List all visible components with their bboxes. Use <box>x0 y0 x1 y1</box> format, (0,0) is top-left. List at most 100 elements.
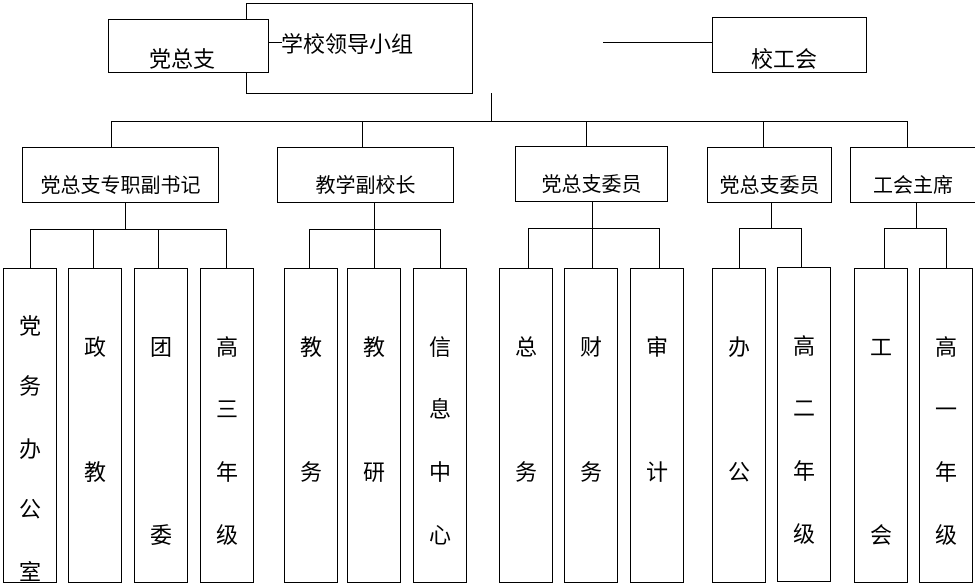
leaf-char: 教 <box>83 461 106 486</box>
party-branch-box: 党总支 <box>108 19 269 73</box>
political-education-box: 政 教 <box>68 268 122 583</box>
leaf-char: 心 <box>428 524 451 549</box>
party-branch-label: 党总支 <box>149 48 216 73</box>
information-center-box: 信 息 中 心 <box>413 268 467 583</box>
leaf-char: 级 <box>934 524 957 549</box>
leaf-char: 一 <box>934 398 957 423</box>
leaf-char: 级 <box>215 524 238 549</box>
leaf-char: 教 <box>362 336 385 361</box>
connector <box>659 228 660 268</box>
leaf-char: 务 <box>18 375 41 400</box>
leadership-group-label: 学校领导小组 <box>281 33 414 58</box>
connector <box>158 229 159 268</box>
connector <box>111 121 112 148</box>
party-affairs-office-box: 党 务 办 公 室 <box>3 268 57 583</box>
connector <box>586 121 587 147</box>
teaching-research-box: 教 研 <box>347 268 401 583</box>
leaf-char: 二 <box>792 397 815 422</box>
leaf-char: 年 <box>215 461 238 486</box>
connector <box>801 228 802 268</box>
leaf-char: 务 <box>579 461 602 486</box>
union-box: 校工会 <box>712 17 867 73</box>
leaf-char: 计 <box>645 461 668 486</box>
connector <box>739 228 740 268</box>
committee-member-box: 党总支委员 <box>707 147 832 203</box>
leaf-char: 委 <box>149 524 172 549</box>
leaf-char: 息 <box>428 398 451 423</box>
connector <box>309 229 441 230</box>
leaf-char: 教 <box>299 336 322 361</box>
leaf-char: 务 <box>514 461 537 486</box>
leaf-char: 年 <box>792 460 815 485</box>
connector <box>125 202 126 229</box>
finance-box: 财 务 <box>564 268 618 583</box>
connector <box>907 121 908 148</box>
leaf-char: 室 <box>18 561 41 583</box>
leaf-char: 办 <box>727 336 750 361</box>
grade-three-box: 高 三 年 级 <box>200 268 254 583</box>
connector <box>491 93 492 121</box>
youth-league-box: 团 委 <box>134 268 188 583</box>
committee-member-box: 党总支委员 <box>515 146 668 202</box>
connector <box>884 228 885 268</box>
union-chair-box: 工会主席 <box>850 147 975 203</box>
leaf-char: 信 <box>428 336 451 361</box>
leaf-char: 中 <box>428 461 451 486</box>
connector <box>916 202 917 229</box>
leaf-char: 工 <box>869 336 892 361</box>
leaf-char: 团 <box>149 336 172 361</box>
audit-box: 审 计 <box>630 268 684 583</box>
leaf-char: 办 <box>18 438 41 463</box>
deputy-secretary-box: 党总支专职副书记 <box>22 147 219 203</box>
academic-affairs-box: 教 务 <box>284 268 338 583</box>
connector <box>739 228 801 229</box>
leaf-char: 党 <box>18 315 41 340</box>
union-label: 校工会 <box>751 48 818 73</box>
leaf-char: 财 <box>579 336 602 361</box>
connector <box>440 229 441 268</box>
connector <box>93 229 94 268</box>
leaf-char: 高 <box>934 336 957 361</box>
connector <box>226 229 227 268</box>
connector <box>266 42 282 43</box>
connector <box>30 229 31 268</box>
leaf-char: 高 <box>792 335 815 360</box>
leaf-char: 级 <box>792 523 815 548</box>
connector <box>771 202 772 229</box>
leaf-char: 务 <box>299 461 322 486</box>
connector <box>111 121 908 122</box>
vice-principal-label: 教学副校长 <box>315 173 416 197</box>
leaf-char: 会 <box>869 524 892 549</box>
leaf-char: 政 <box>83 336 106 361</box>
labor-union-box: 工 会 <box>854 268 908 583</box>
office-box: 办 公 <box>712 268 766 583</box>
leaf-char: 三 <box>215 398 238 423</box>
connector <box>374 229 375 268</box>
committee-member-label: 党总支委员 <box>541 172 642 196</box>
connector <box>763 121 764 148</box>
connector <box>592 201 593 229</box>
connector <box>528 228 529 268</box>
connector <box>362 121 363 148</box>
union-chair-label: 工会主席 <box>873 173 953 197</box>
connector <box>603 42 713 43</box>
deputy-secretary-label: 党总支专职副书记 <box>40 173 201 197</box>
leaf-char: 总 <box>514 336 537 361</box>
connector <box>592 228 593 268</box>
leadership-group-box <box>246 3 473 94</box>
grade-two-box: 高 二 年 级 <box>777 267 831 582</box>
leaf-char: 公 <box>18 498 41 523</box>
connector <box>528 228 660 229</box>
connector <box>946 228 947 268</box>
connector <box>374 202 375 229</box>
connector <box>884 228 946 229</box>
connector <box>309 229 310 268</box>
connector <box>30 229 227 230</box>
leaf-char: 年 <box>934 461 957 486</box>
leaf-char: 高 <box>215 336 238 361</box>
general-affairs-box: 总 务 <box>499 268 553 583</box>
leaf-char: 公 <box>727 461 750 486</box>
grade-one-box: 高 一 年 级 <box>919 268 973 583</box>
committee-member-label: 党总支委员 <box>719 173 820 197</box>
vice-principal-box: 教学副校长 <box>277 147 454 203</box>
